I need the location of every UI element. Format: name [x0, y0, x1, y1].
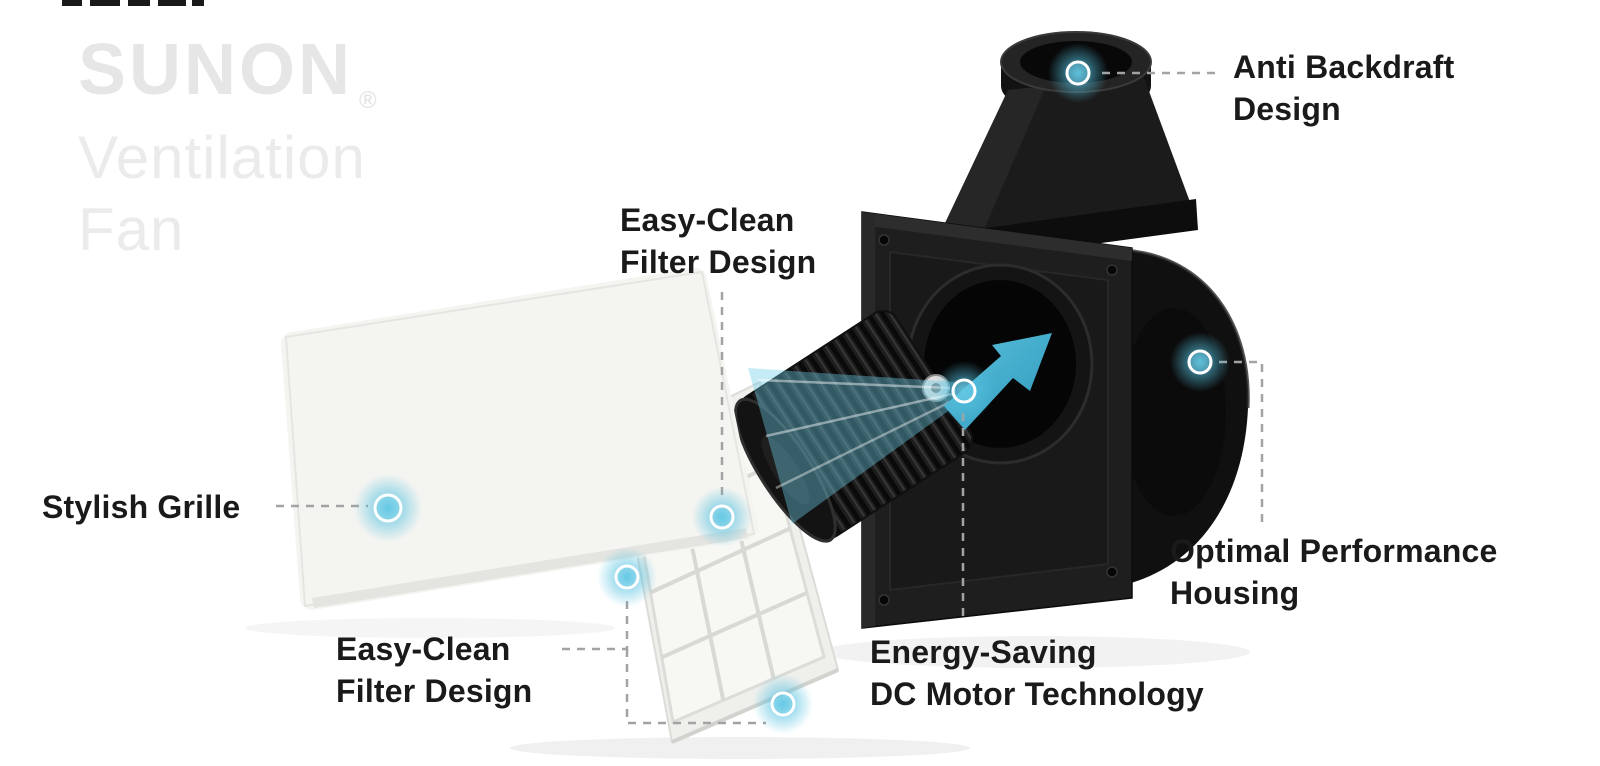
- bolt-hole: [1106, 566, 1118, 578]
- callout-label-energy-saving-dc-motor: Energy-Saving DC Motor Technology: [870, 634, 1204, 712]
- ground-shadows: [245, 618, 1250, 759]
- callout-dot-filter-top: [692, 487, 752, 547]
- callout-dot-anti-backdraft: [1048, 43, 1108, 103]
- dc-motor-impeller: [734, 309, 974, 543]
- leader-line-filter-bottom-down: [625, 649, 766, 725]
- registered-trademark-icon: ®: [359, 87, 377, 114]
- callout-label-easy-clean-filter-bottom: Easy-Clean Filter Design: [336, 631, 533, 709]
- airflow-beam: [748, 368, 958, 524]
- bolt-hole: [878, 234, 890, 246]
- callout-label-optimal-performance-housing: Optimal Performance Housing: [1170, 533, 1498, 611]
- brand-logo: SUNON®: [78, 34, 377, 113]
- callout-dot-housing: [1170, 332, 1230, 392]
- callout-dot-filter-bottom: [753, 674, 813, 734]
- bolt-hole: [878, 594, 890, 606]
- callout-label-anti-backdraft-design: Anti Backdraft Design: [1233, 49, 1455, 127]
- callout-dot-dc-motor: [934, 361, 994, 421]
- cropped-text-artifact: [62, 0, 204, 6]
- callout-dot-filter-left: [597, 547, 657, 607]
- leader-lines: [276, 71, 1264, 725]
- bolt-hole: [1106, 264, 1118, 276]
- callout-dot-stylish-grille: [354, 474, 422, 542]
- brand-watermark: SUNON® Ventilation Fan: [78, 34, 377, 266]
- product-name: Ventilation Fan: [78, 124, 366, 263]
- callout-label-stylish-grille: Stylish Grille: [42, 489, 241, 525]
- brand-name: SUNON: [78, 30, 354, 110]
- callout-label-easy-clean-filter-top: Easy-Clean Filter Design: [620, 202, 817, 280]
